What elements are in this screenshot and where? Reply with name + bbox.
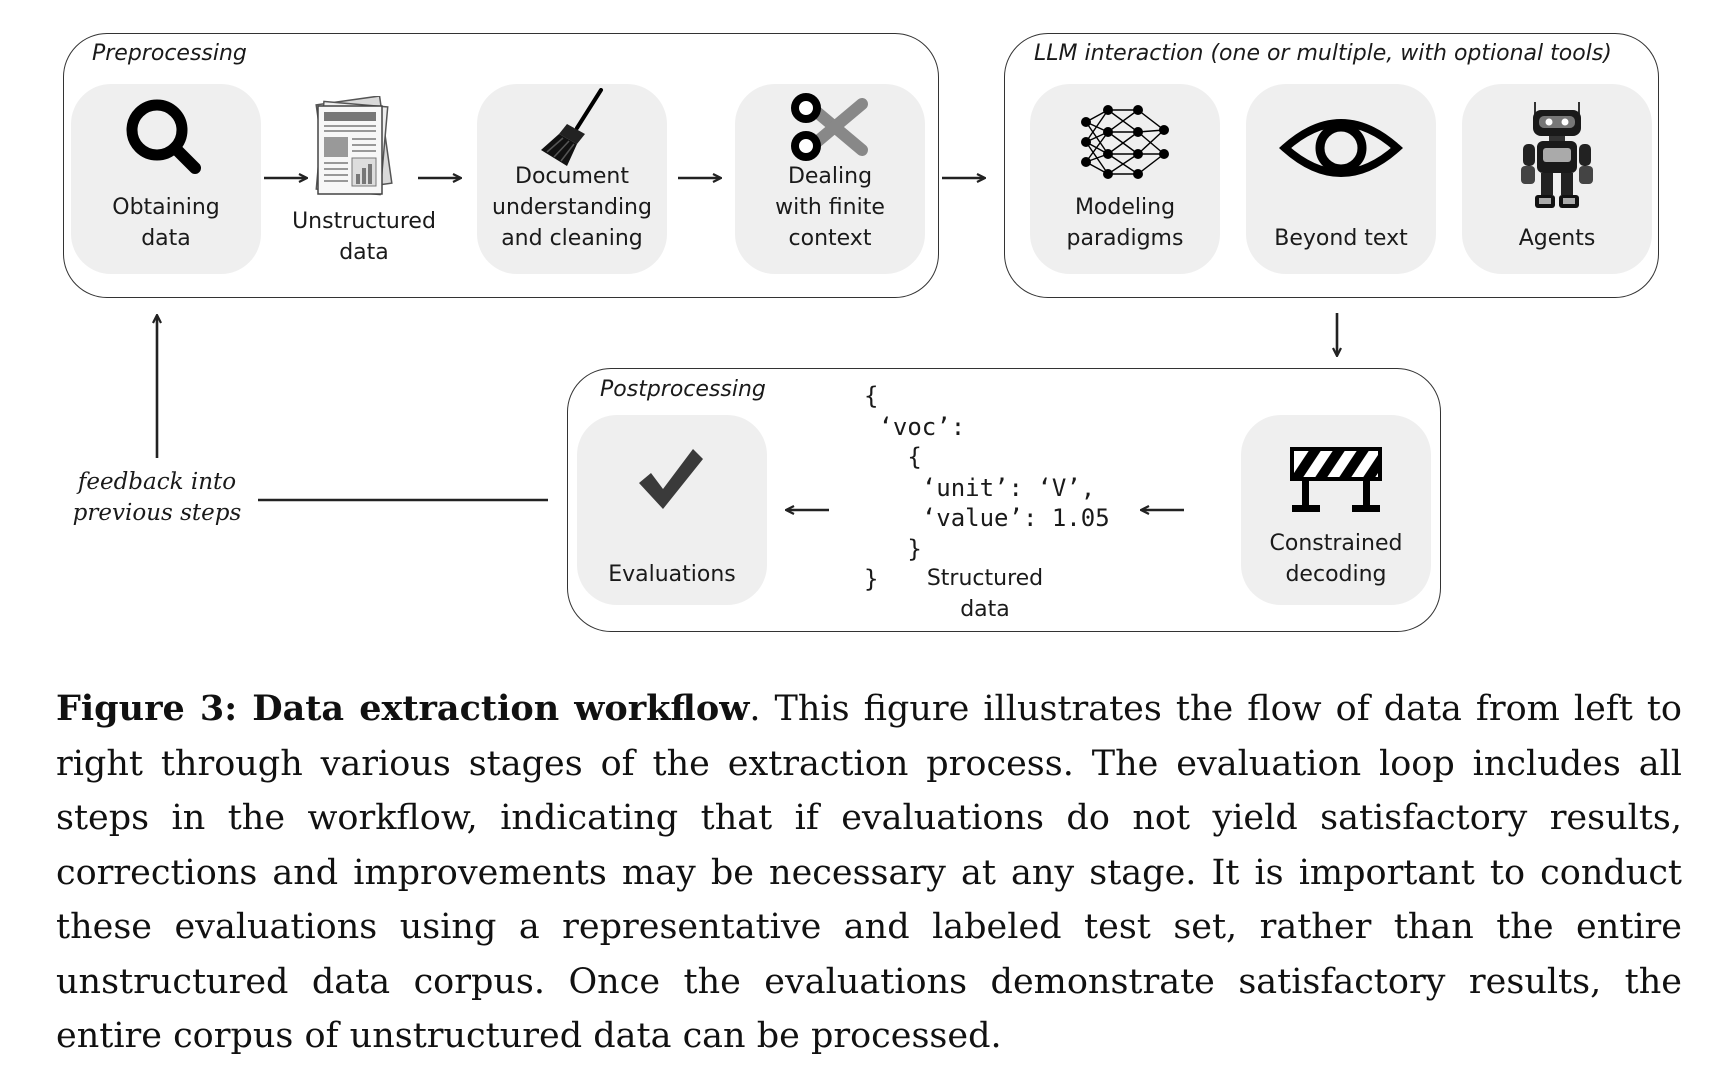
robot-icon — [1519, 102, 1595, 214]
obtaining-data-label: Obtaining data — [112, 195, 220, 251]
document-cleaning-card: Document understanding and cleaning — [477, 84, 667, 274]
postprocessing-title: Postprocessing — [600, 377, 766, 402]
modeling-paradigms-label: Modeling paradigms — [1066, 195, 1184, 251]
preprocessing-title: Preprocessing — [92, 41, 247, 66]
structured-data-label: Structured data — [926, 566, 1044, 622]
llm-interaction-title: LLM interaction (one or multiple, with o… — [1034, 41, 1612, 66]
caption-label: Figure 3: Data extraction workflow — [56, 688, 750, 729]
feedback-label: feedback into previous steps — [72, 469, 242, 526]
eye-icon — [1278, 112, 1404, 188]
broom-icon — [537, 88, 609, 172]
scissors-icon — [790, 92, 870, 166]
document-cleaning-label: Document understanding and cleaning — [492, 164, 652, 251]
magnifier-icon — [119, 92, 209, 186]
neural-network-icon — [1078, 102, 1173, 186]
caption-text: . This figure illustrates the flow of da… — [56, 689, 1682, 1056]
agents-label: Agents — [1518, 226, 1596, 251]
agents-card: Agents — [1462, 84, 1652, 274]
figure-caption: Figure 3: Data extraction workflow. This… — [56, 682, 1682, 1064]
finite-context-label: Dealing with finite context — [775, 164, 885, 251]
finite-context-card: Dealing with finite context — [735, 84, 925, 274]
evaluations-label: Evaluations — [608, 562, 736, 587]
newspaper-icon — [308, 95, 400, 204]
obtaining-data-card: Obtaining data — [71, 84, 261, 274]
modeling-paradigms-card: Modeling paradigms — [1030, 84, 1220, 274]
unstructured-data-label: Unstructured data — [292, 209, 436, 265]
barrier-icon — [1286, 445, 1386, 519]
constrained-decoding-label: Constrained decoding — [1269, 531, 1403, 587]
beyond-text-label: Beyond text — [1274, 226, 1408, 251]
beyond-text-card: Beyond text — [1246, 84, 1436, 274]
evaluations-card: Evaluations — [577, 415, 767, 605]
constrained-decoding-card: Constrained decoding — [1241, 415, 1431, 605]
checkmark-icon — [635, 445, 705, 517]
structured-data-code: { ‘voc’: { ‘unit’: ‘V’, ‘value’: 1.05 } … — [864, 382, 1110, 593]
